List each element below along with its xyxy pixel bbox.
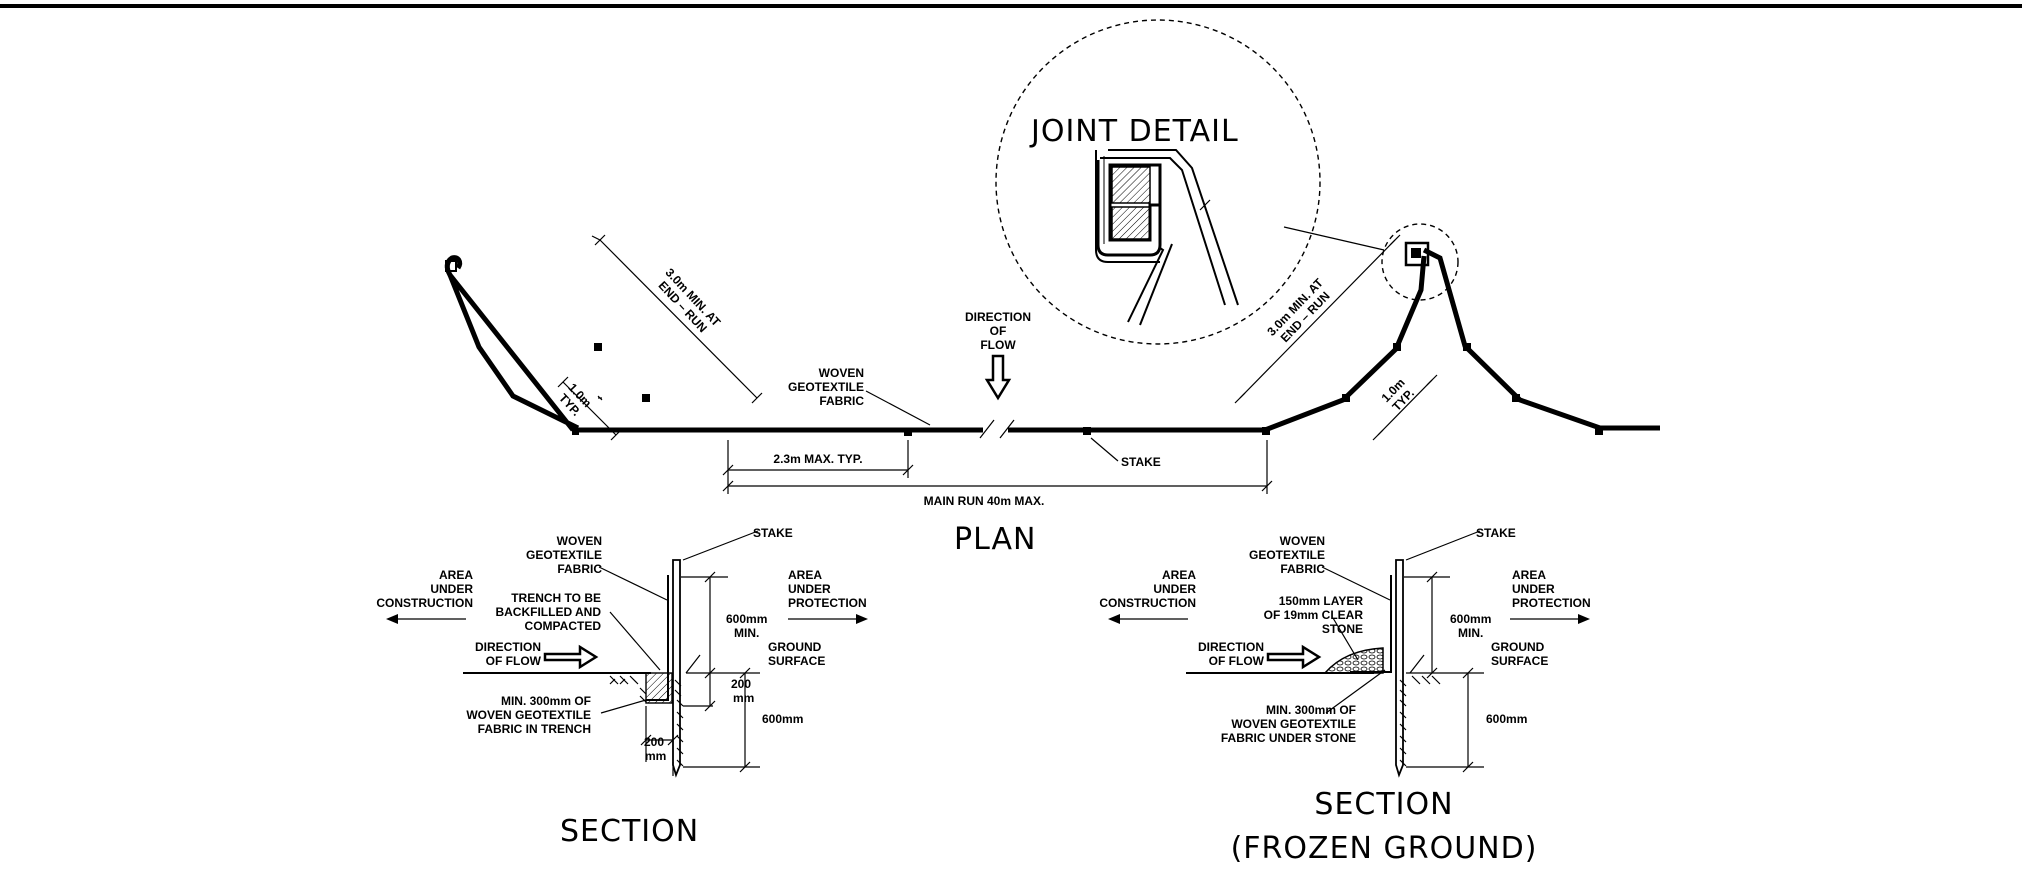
sl-construction-2: UNDER — [430, 582, 473, 596]
stake-marker — [1463, 343, 1471, 351]
sr-flow-1: DIRECTION — [1198, 640, 1264, 654]
section-title: SECTION — [560, 814, 699, 849]
sl-600: 600mm — [762, 712, 803, 726]
sr-fabric-2: GEOTEXTILE — [1249, 548, 1325, 562]
section-right — [1108, 530, 1590, 778]
sl-200-2: mm — [733, 691, 754, 705]
stake-marker — [1262, 427, 1270, 435]
fabric-left-end — [447, 273, 580, 432]
fabric — [646, 575, 669, 701]
sl-protection-1: AREA — [788, 568, 822, 582]
joint-detail-circle — [995, 19, 1321, 345]
stake-marker — [642, 394, 650, 402]
sl-protection-3: PROTECTION — [788, 596, 867, 610]
stake-marker — [904, 428, 912, 436]
sl-600min-1: 600mm — [726, 612, 767, 626]
sr-construction-3: CONSTRUCTION — [1099, 596, 1196, 610]
section-frozen-title-2: (FROZEN GROUND) — [1231, 831, 1538, 866]
plan-labels: JOINT DETAIL PLAN DIRECTION OF FLOW WOVE… — [556, 114, 1417, 557]
plan-spacing-label: 2.3m MAX. TYP. — [773, 452, 862, 466]
section-frozen-title-1: SECTION — [1314, 787, 1453, 822]
stake-marker — [1595, 427, 1603, 435]
plan-fabric-label-3: FABRIC — [819, 394, 864, 408]
stake-marker — [1342, 394, 1350, 402]
section-left — [386, 530, 868, 778]
plan-main-run-label: MAIN RUN 40m MAX. — [924, 494, 1045, 508]
sr-min300-1: MIN. 300mm OF — [1266, 703, 1356, 717]
sl-200b-2: mm — [645, 749, 666, 763]
stake-marker — [1083, 427, 1091, 435]
sr-protection-2: UNDER — [1512, 582, 1555, 596]
sr-protection-3: PROTECTION — [1512, 596, 1591, 610]
sr-fabric-1: WOVEN — [1280, 534, 1325, 548]
section-flow-arrow — [543, 644, 599, 670]
sl-200b-1: 200 — [644, 735, 664, 749]
plan-view — [444, 19, 1660, 494]
plan-stake-label: STAKE — [1121, 455, 1161, 469]
clear-stone-layer — [1323, 647, 1384, 674]
sl-fabric-2: GEOTEXTILE — [526, 548, 602, 562]
stake-marker — [594, 343, 602, 351]
sl-200-1: 200 — [731, 677, 751, 691]
sl-min300-2: WOVEN GEOTEXTILE — [466, 708, 591, 722]
sl-min300-3: FABRIC IN TRENCH — [478, 722, 591, 736]
sr-stone-3: STONE — [1322, 622, 1363, 636]
sl-min300-1: MIN. 300mm OF — [501, 694, 591, 708]
fabric — [1350, 575, 1392, 673]
sr-min300-2: WOVEN GEOTEXTILE — [1231, 717, 1356, 731]
section-right-labels: SECTION (FROZEN GROUND) WOVEN GEOTEXTILE… — [1099, 526, 1590, 866]
stake-marker — [572, 428, 579, 435]
fabric-left-curl — [444, 255, 463, 277]
sr-ground-1: GROUND — [1491, 640, 1545, 654]
sr-600min-2: MIN. — [1458, 626, 1483, 640]
sr-stone-2: OF 19mm CLEAR — [1264, 608, 1364, 622]
sr-ground-2: SURFACE — [1491, 654, 1548, 668]
joint-detail-graphic — [1095, 149, 1239, 326]
section-frozen-flow-arrow — [1266, 644, 1322, 670]
sl-ground-2: SURFACE — [768, 654, 825, 668]
sl-fabric-3: FABRIC — [557, 562, 602, 576]
joint-callout-small — [1381, 223, 1459, 301]
sr-600: 600mm — [1486, 712, 1527, 726]
sl-construction-3: CONSTRUCTION — [376, 596, 473, 610]
plan-flow-label-3: FLOW — [980, 338, 1016, 352]
sr-construction-2: UNDER — [1153, 582, 1196, 596]
sr-stake: STAKE — [1476, 526, 1516, 540]
sl-ground-1: GROUND — [768, 640, 822, 654]
plan-title: PLAN — [954, 522, 1036, 557]
sl-trench-1: TRENCH TO BE — [511, 591, 601, 605]
sl-fabric-1: WOVEN — [557, 534, 602, 548]
plan-flow-label-1: DIRECTION — [965, 310, 1031, 324]
sl-flow-1: DIRECTION — [475, 640, 541, 654]
sl-stake: STAKE — [753, 526, 793, 540]
plan-fabric-label-1: WOVEN — [819, 366, 864, 380]
sl-600min-2: MIN. — [734, 626, 759, 640]
sr-protection-1: AREA — [1512, 568, 1546, 582]
joint-marker — [1404, 241, 1430, 267]
sr-min300-3: FABRIC UNDER STONE — [1221, 731, 1356, 745]
sl-trench-2: BACKFILLED AND — [495, 605, 601, 619]
sl-trench-3: COMPACTED — [525, 619, 602, 633]
stake-marker — [1512, 394, 1520, 402]
plan-flow-arrow — [984, 354, 1012, 401]
sl-protection-2: UNDER — [788, 582, 831, 596]
sl-flow-2: OF FLOW — [486, 654, 542, 668]
plan-fabric-label-2: GEOTEXTILE — [788, 380, 864, 394]
section-left-labels: SECTION WOVEN GEOTEXTILE FABRIC STAKE AR… — [376, 526, 866, 849]
fabric-right-trailing — [1422, 247, 1660, 431]
plan-flow-label-2: OF — [990, 324, 1007, 338]
sr-600min-1: 600mm — [1450, 612, 1491, 626]
joint-marker — [445, 260, 457, 272]
sl-construction-1: AREA — [439, 568, 473, 582]
sr-fabric-3: FABRIC — [1280, 562, 1325, 576]
sr-construction-1: AREA — [1162, 568, 1196, 582]
stake-marker — [1393, 343, 1401, 351]
sr-stone-1: 150mm LAYER — [1279, 594, 1364, 608]
joint-detail-title: JOINT DETAIL — [1029, 114, 1239, 149]
stake — [672, 559, 681, 778]
sr-flow-2: OF FLOW — [1209, 654, 1265, 668]
stake — [1395, 559, 1404, 778]
